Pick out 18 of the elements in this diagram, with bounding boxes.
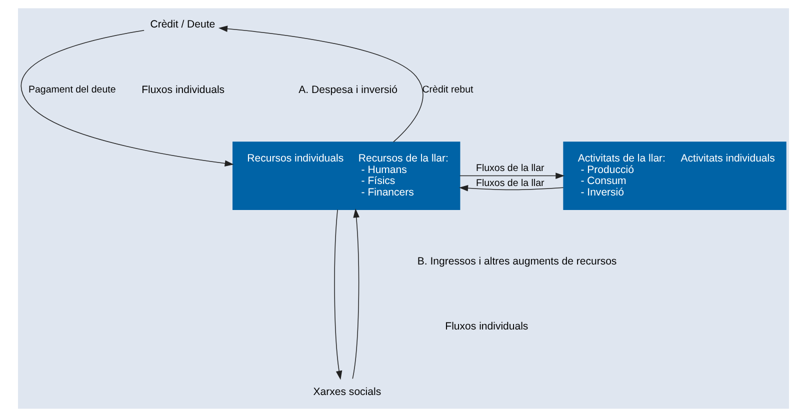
edge-label: Crèdit rebut xyxy=(422,84,474,96)
arrow xyxy=(20,30,234,167)
label: Fluxos individuals xyxy=(445,320,528,333)
label: B. Ingressos i altres augments de recursos xyxy=(417,255,617,268)
node-box: Activitats de la llar: - Producció - Consum - Inversió Activitats individuals xyxy=(563,142,786,210)
edge-label: Fluxos de la llar xyxy=(476,162,544,174)
node-text: Xarxes socials xyxy=(313,386,382,398)
label: A. Despesa i inversió xyxy=(298,84,398,96)
arrow xyxy=(459,185,564,192)
arrow xyxy=(218,26,424,142)
edge-label: Fluxos de la llar xyxy=(476,178,544,189)
label: Fluxos individuals xyxy=(142,84,225,96)
edge-label: Pagament del deute xyxy=(28,84,116,96)
arrow xyxy=(334,209,342,380)
arrow xyxy=(459,172,565,179)
arrow xyxy=(352,208,360,380)
node-text: Crèdit / Deute xyxy=(150,18,216,31)
node-box: Recursos individuals Recursos de la llar: - Humans - Físics - Financers xyxy=(232,142,460,210)
